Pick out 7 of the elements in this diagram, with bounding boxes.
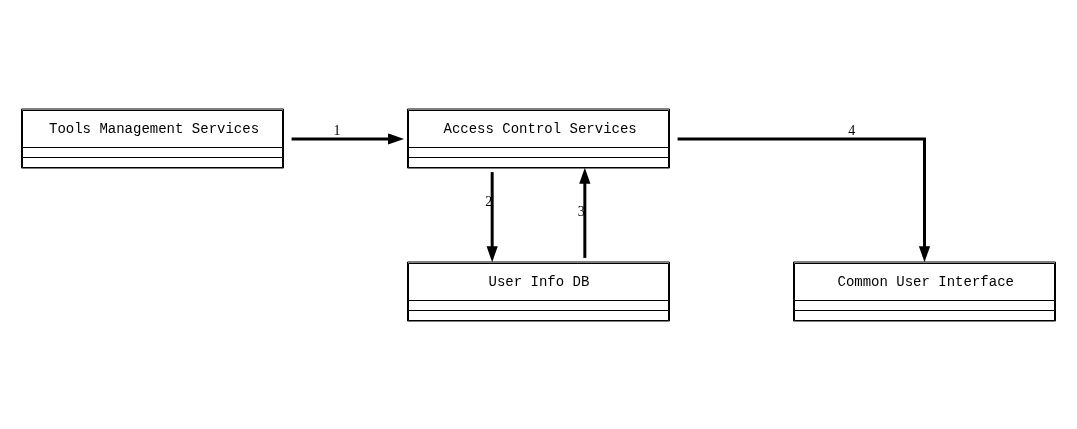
- edge-label: 2: [485, 193, 493, 209]
- arrow: [579, 167, 591, 258]
- arrow: [486, 171, 498, 262]
- arrow: [677, 137, 931, 262]
- edge-label: 1: [333, 122, 341, 138]
- edge-label: 4: [848, 122, 856, 138]
- arrow: [291, 132, 405, 145]
